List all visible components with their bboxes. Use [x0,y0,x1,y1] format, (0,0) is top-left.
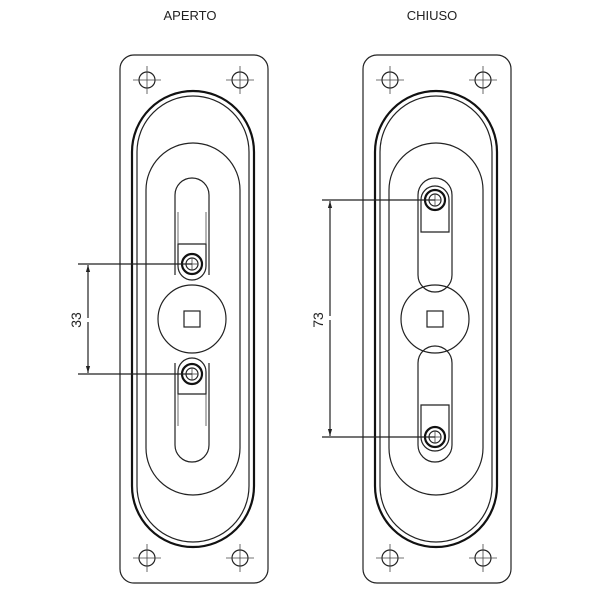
dimension-chiuso [322,199,435,438]
title-chiuso: CHIUSO [407,8,458,23]
title-aperto: APERTO [164,8,217,23]
slot-bottom [174,363,210,463]
slot-top [417,177,453,293]
plate-aperto: APERTO 33 [68,8,268,583]
slot-top [174,177,210,275]
dimension-label-aperto: 33 [68,312,84,328]
dimension-label-chiuso: 73 [310,312,326,328]
slot-bottom [417,345,453,463]
dimension-aperto [78,263,192,375]
plate-chiuso: CHIUSO 73 [310,8,511,583]
